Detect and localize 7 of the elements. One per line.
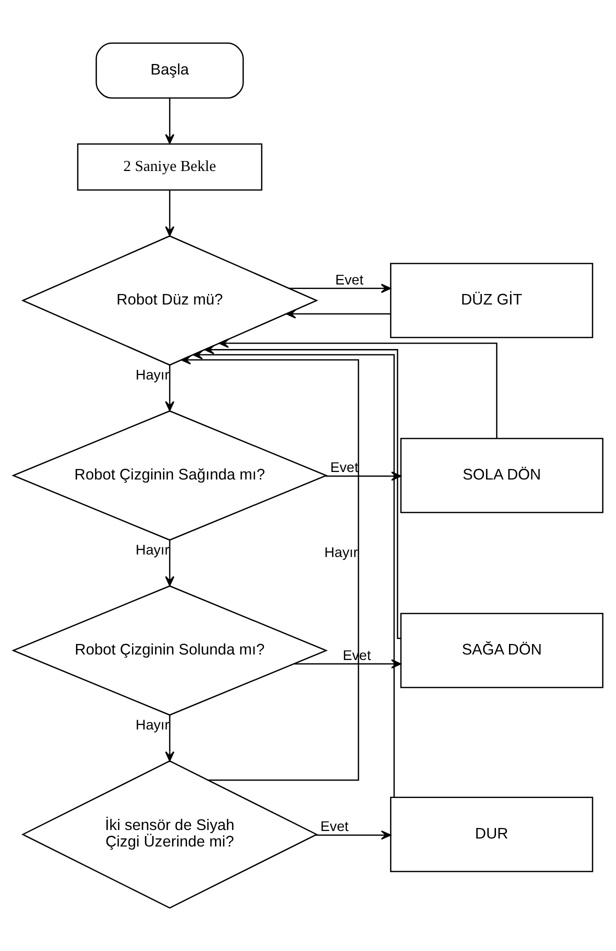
edge-label: Hayır — [136, 716, 170, 732]
edge-label: Evet — [335, 271, 364, 288]
edge-label: Evet — [330, 459, 358, 476]
edge-label: Hayır — [136, 541, 170, 558]
edge-label: Evet — [320, 818, 349, 834]
edge-label: Hayır — [136, 366, 170, 382]
edge-label: Hayır — [324, 544, 358, 560]
